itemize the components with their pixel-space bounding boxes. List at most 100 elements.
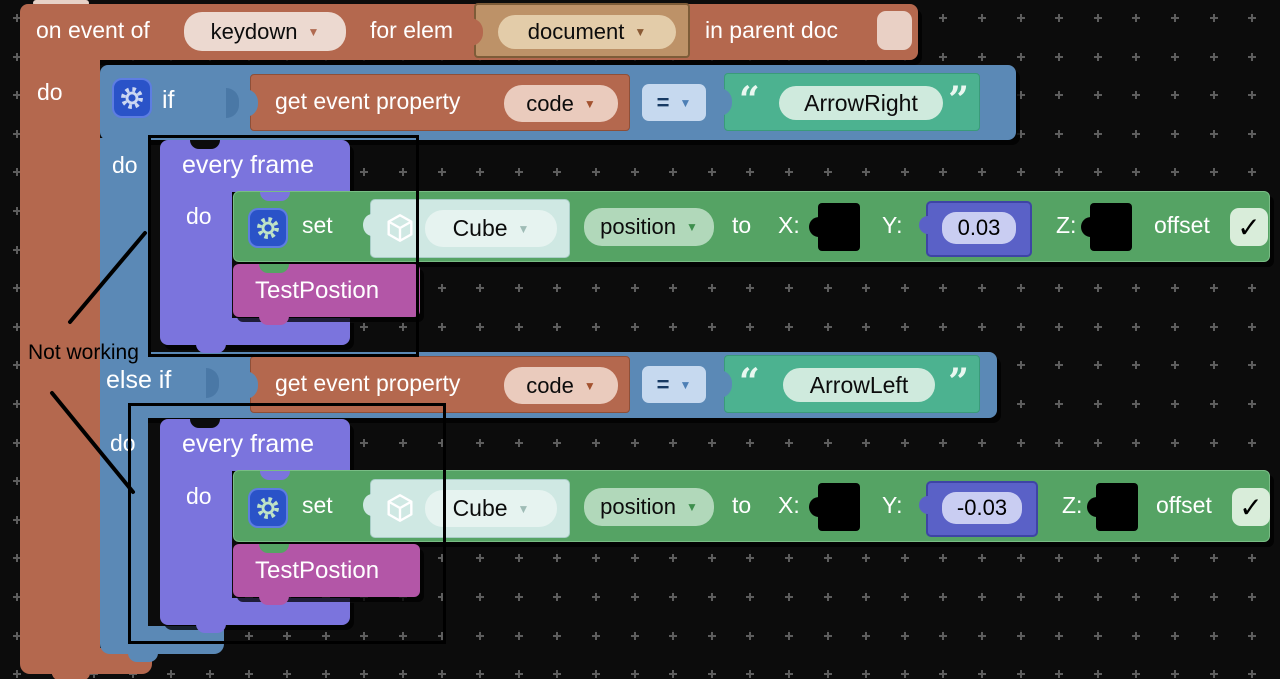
event-property-value: code (526, 90, 574, 116)
element-block[interactable]: document (470, 3, 690, 58)
event-property-dropdown-1[interactable]: code (504, 85, 618, 122)
event-block-header[interactable] (20, 4, 918, 60)
else-if-label: else if (106, 366, 172, 394)
string-value: ArrowRight (804, 89, 918, 116)
y-label: Y: (882, 212, 903, 238)
if-input-notch (226, 88, 239, 118)
string-field-2[interactable]: ArrowLeft (783, 368, 935, 402)
get-event-property-label: get event property (275, 370, 461, 396)
set-mutator-gear-icon[interactable] (248, 208, 288, 248)
event-block-hat (33, 0, 89, 6)
y-number-value: 0.03 (957, 215, 1001, 240)
parent-doc-slot[interactable] (877, 11, 912, 50)
to-label: to (732, 492, 752, 518)
annotation-rect-1 (148, 135, 419, 357)
y-number-field[interactable]: -0.03 (942, 492, 1022, 524)
cube-icon (383, 491, 417, 525)
annotation-note: Not working (28, 341, 139, 364)
property-dropdown[interactable]: position (584, 208, 714, 246)
checkmark-icon: ✓ (1239, 491, 1263, 523)
operator-dropdown-2[interactable]: = (642, 366, 706, 403)
object-selector-block[interactable]: Cube (363, 479, 570, 538)
dropdown-arrow-icon (307, 26, 319, 38)
procedure-call-block-1[interactable]: TestPostion (233, 264, 420, 317)
dropdown-arrow-icon (679, 97, 691, 109)
every-frame-spine (160, 471, 232, 598)
cube-icon (383, 211, 417, 245)
procedure-call-block-2[interactable]: TestPostion (233, 544, 420, 597)
if-mutator-gear-icon[interactable] (112, 78, 152, 118)
top-notch (260, 471, 290, 480)
else-if-input-notch (206, 368, 219, 398)
x-input-socket[interactable] (809, 483, 860, 531)
in-parent-doc-label: in parent doc (705, 17, 838, 43)
if-label: if (162, 86, 175, 114)
get-event-property-label: get event property (275, 88, 461, 114)
dropdown-arrow-icon (584, 98, 596, 110)
close-quote-icon: ” (948, 361, 969, 403)
top-notch (259, 264, 289, 273)
offset-checkbox[interactable]: ✓ (1230, 208, 1268, 246)
every-frame-header[interactable]: every frame (160, 140, 350, 192)
operator-dropdown-1[interactable]: = (642, 84, 706, 121)
top-notch (190, 419, 220, 428)
event-property-value: code (526, 372, 574, 398)
offset-label: offset (1154, 212, 1210, 238)
string-field-1[interactable]: ArrowRight (779, 86, 943, 120)
every-frame-spine (160, 192, 232, 318)
dropdown-arrow-icon (634, 26, 646, 38)
dropdown-arrow-icon (518, 223, 530, 235)
if-do-label-1: do (112, 152, 138, 178)
dropdown-arrow-icon (679, 379, 691, 391)
z-input-socket[interactable] (1081, 203, 1132, 251)
string-block-2[interactable]: “ ArrowLeft ” (719, 355, 980, 413)
to-label: to (732, 212, 752, 238)
y-label: Y: (882, 492, 903, 518)
element-dropdown[interactable]: document (498, 15, 676, 49)
element-value: document (527, 19, 625, 44)
set-position-block-2[interactable]: set Cube position to X: Y: -0.03 Z: offs… (233, 470, 1270, 542)
every-frame-do-label: do (186, 203, 212, 229)
for-elem-label: for elem (370, 17, 454, 43)
checkmark-icon: ✓ (1237, 211, 1261, 243)
get-event-property-block-1[interactable]: get event property code (245, 74, 630, 131)
operator-value: = (656, 371, 670, 397)
x-input-socket[interactable] (809, 203, 860, 251)
z-input-socket[interactable] (1087, 483, 1138, 531)
string-value: ArrowLeft (809, 371, 909, 398)
object-dropdown[interactable]: Cube (425, 210, 557, 247)
close-quote-icon: ” (948, 79, 969, 121)
object-selector-block[interactable]: Cube (363, 199, 570, 258)
object-dropdown[interactable]: Cube (425, 490, 557, 527)
y-number-value: -0.03 (956, 495, 1008, 520)
event-on-label: on event of (36, 17, 150, 43)
event-property-dropdown-2[interactable]: code (504, 367, 618, 404)
set-mutator-gear-icon[interactable] (248, 488, 288, 528)
procedure-name: TestPostion (255, 557, 380, 584)
x-label: X: (778, 212, 800, 238)
event-type-value: keydown (210, 18, 298, 44)
event-type-dropdown[interactable]: keydown (184, 12, 346, 51)
every-frame-foot-tab (196, 344, 226, 353)
x-label: X: (778, 492, 800, 518)
property-dropdown[interactable]: position (584, 488, 714, 526)
event-block-foot-tab (52, 673, 90, 679)
offset-label: offset (1156, 492, 1212, 518)
procedure-call-tab-2 (259, 596, 289, 605)
every-frame-foot-tab (196, 624, 226, 633)
set-position-block-1[interactable]: set Cube position to X: Y: 0.03 Z: offse… (233, 191, 1270, 262)
offset-checkbox[interactable]: ✓ (1232, 488, 1270, 526)
every-frame-label: every frame (182, 430, 314, 458)
y-number-block[interactable]: -0.03 (919, 481, 1038, 537)
procedure-name: TestPostion (255, 277, 380, 304)
event-do-label: do (37, 79, 63, 105)
string-block-1[interactable]: “ ArrowRight ” (719, 73, 980, 131)
y-number-field[interactable]: 0.03 (942, 212, 1016, 244)
y-number-block[interactable]: 0.03 (919, 201, 1032, 257)
property-value: position (600, 214, 676, 239)
dropdown-arrow-icon (686, 221, 698, 233)
top-notch (190, 140, 220, 149)
every-frame-header[interactable]: every frame (160, 419, 350, 471)
top-notch (259, 544, 289, 553)
